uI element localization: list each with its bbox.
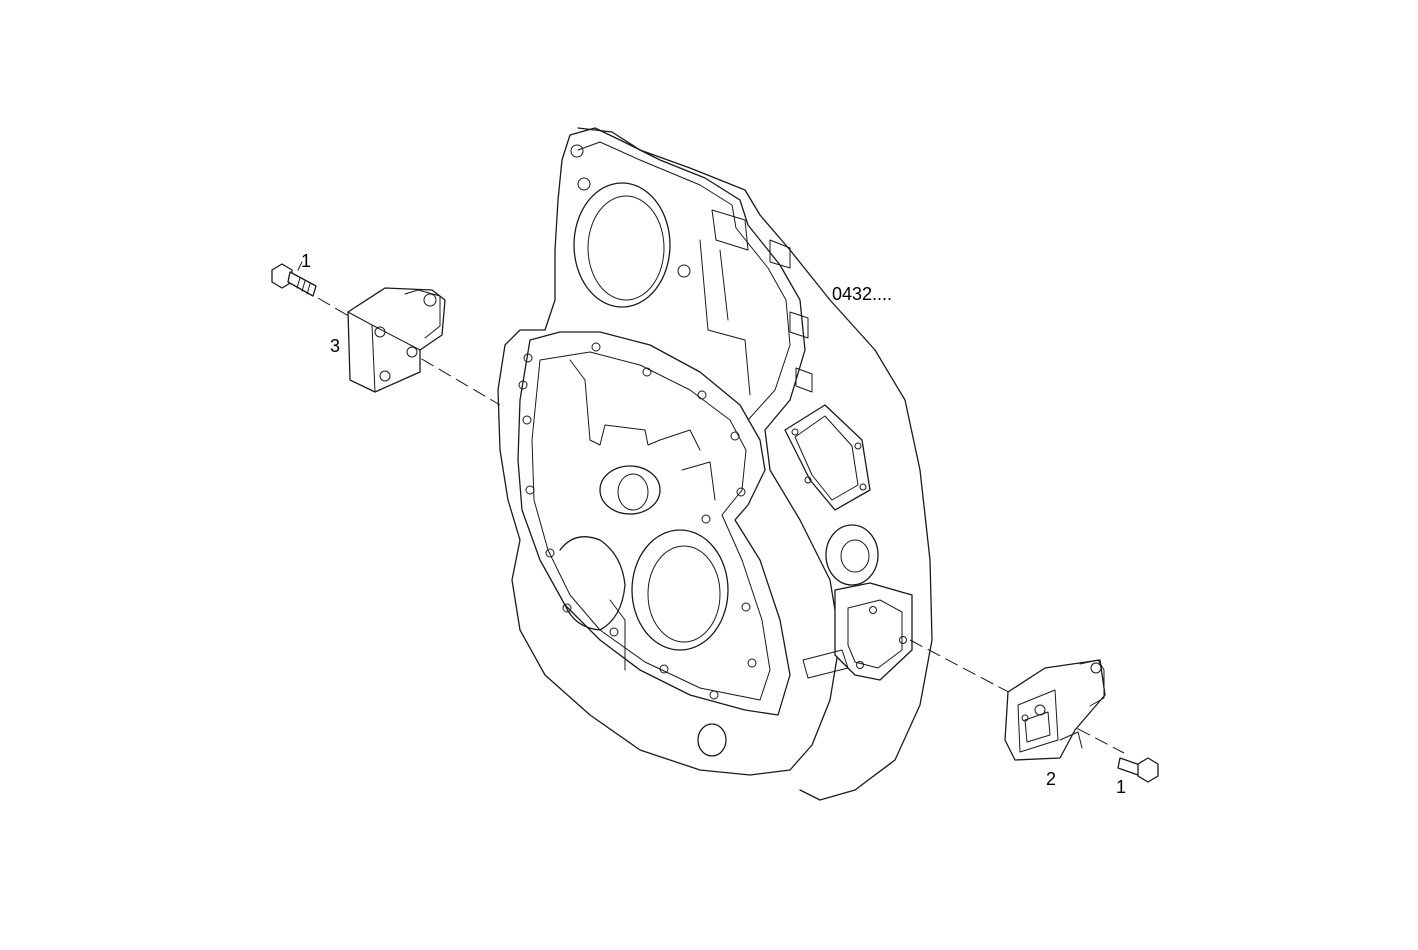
reference-code: 0432.... [832, 284, 893, 304]
callout-screw-right: 1 [1116, 777, 1127, 797]
callout-cover-right: 2 [1046, 769, 1057, 789]
callout-cover-left: 3 [330, 336, 341, 356]
screw-right [1117, 757, 1159, 783]
callout-screw-left: 1 [301, 251, 312, 271]
timing-gear-housing [497, 127, 933, 801]
alignment-line-right-screw [1041, 709, 1125, 754]
sensor-cover-left [347, 287, 446, 393]
alignment-line-right [909, 639, 1019, 698]
sensor-cover-right [1004, 659, 1106, 761]
screw-left [271, 263, 317, 297]
leader-screw-left [297, 261, 303, 271]
